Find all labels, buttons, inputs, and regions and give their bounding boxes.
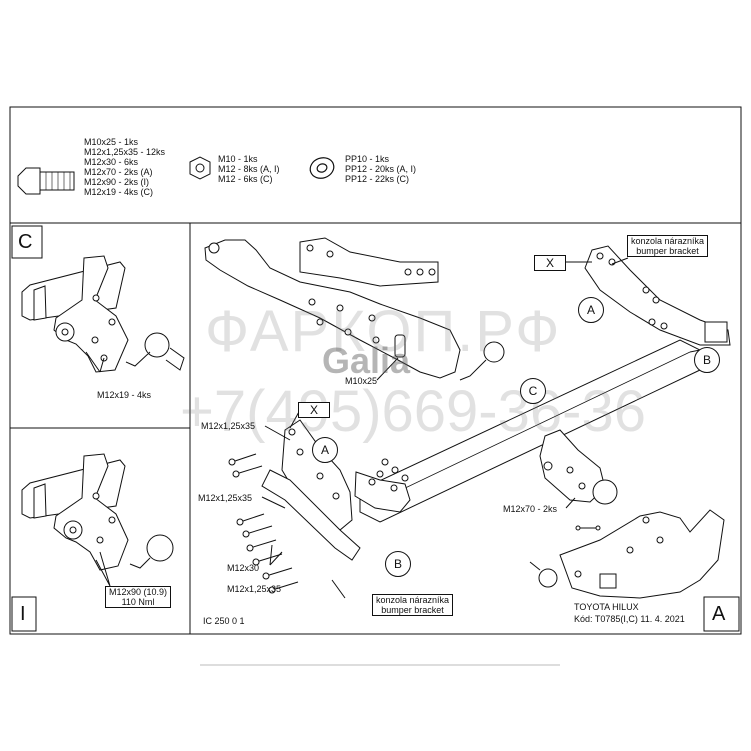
panel-i-callout: M12x90 (10.9) 110 Nml (105, 586, 172, 608)
callout-b-left: B (385, 551, 411, 577)
watermark-line1: ФАРКОП.РФ (205, 299, 562, 364)
m12x125x35-label-2: M12x1,25x35 (198, 493, 253, 503)
m12x70-label: M12x70 - 2ks (503, 504, 558, 514)
main-assembly-drawing (85, 237, 731, 599)
bumper-bracket-bottom-line1: konzola nárazníka (376, 595, 450, 605)
nut-spec-1: M10 - 1ks (218, 154, 258, 164)
bolt-spec-6: M12x19 - 4ks (C) (84, 187, 154, 197)
bolt-icon (17, 167, 75, 195)
callout-b-right: B (694, 347, 720, 373)
bumper-bracket-label-bottom: konzola nárazníka bumper bracket (372, 594, 454, 616)
callout-c: C (520, 378, 546, 404)
x-tag-right: X (534, 255, 566, 271)
bumper-bracket-top-line2: bumper bracket (636, 246, 699, 256)
washer-spec-1: PP10 - 1ks (345, 154, 390, 164)
panel-i-callout-line1: M12x90 (10.9) (109, 587, 168, 597)
bolt-spec-3: M12x30 - 6ks (84, 157, 139, 167)
bumper-bracket-top-line1: konzola nárazníka (631, 236, 705, 246)
callout-a-right: A (578, 297, 604, 323)
bolt-spec-2: M12x1,25x35 - 12ks (84, 147, 166, 157)
nut-icon (189, 156, 211, 180)
letter-box-a (703, 596, 740, 632)
washer-spec-3: PP12 - 22ks (C) (345, 174, 410, 184)
panel-c-letter: C (18, 231, 33, 253)
bolt-spec-1: M10x25 - 1ks (84, 137, 139, 147)
washer-icon (309, 157, 335, 179)
panel-i-callout-line2: 110 Nml (121, 597, 155, 607)
m12x125x35-label-3: M12x1,25x35 (227, 584, 282, 594)
panel-c-callout: M12x19 - 4ks (97, 390, 152, 400)
m12x125x35-label-1: M12x1,25x35 (201, 421, 256, 431)
panel-c-drawing (21, 255, 185, 373)
m10x25-label: M10x25 (345, 376, 378, 386)
panel-i-drawing (21, 453, 174, 571)
washer-spec-2: PP12 - 20ks (A, I) (345, 164, 417, 174)
nut-spec-3: M12 - 6ks (C) (218, 174, 273, 184)
bumper-bracket-bottom-line2: bumper bracket (381, 605, 444, 615)
m12x30-label: M12x30 (227, 563, 260, 573)
letter-box-c (11, 225, 43, 259)
drawing-code: IC 250 0 1 (203, 616, 245, 626)
callout-a-left: A (312, 437, 338, 463)
nut-spec-2: M12 - 8ks (A, I) (218, 164, 280, 174)
watermark-line2: +7(495)669-36-36 (180, 379, 646, 444)
bolt-spec-5: M12x90 - 2ks (I) (84, 177, 150, 187)
letter-box-i (11, 596, 37, 632)
outer-frame (9, 106, 742, 635)
model-name: TOYOTA HILUX (574, 602, 639, 612)
watermark-logo: Galia (322, 340, 411, 381)
panel-a-letter: A (712, 603, 726, 625)
part-code: Kód: T0785(I,C) 11. 4. 2021 (574, 614, 685, 624)
x-tag-left: X (298, 402, 330, 418)
bolt-spec-4: M12x70 - 2ks (A) (84, 167, 153, 177)
panel-i-letter: I (20, 603, 26, 625)
bumper-bracket-label-top: konzola nárazníka bumper bracket (627, 235, 709, 257)
